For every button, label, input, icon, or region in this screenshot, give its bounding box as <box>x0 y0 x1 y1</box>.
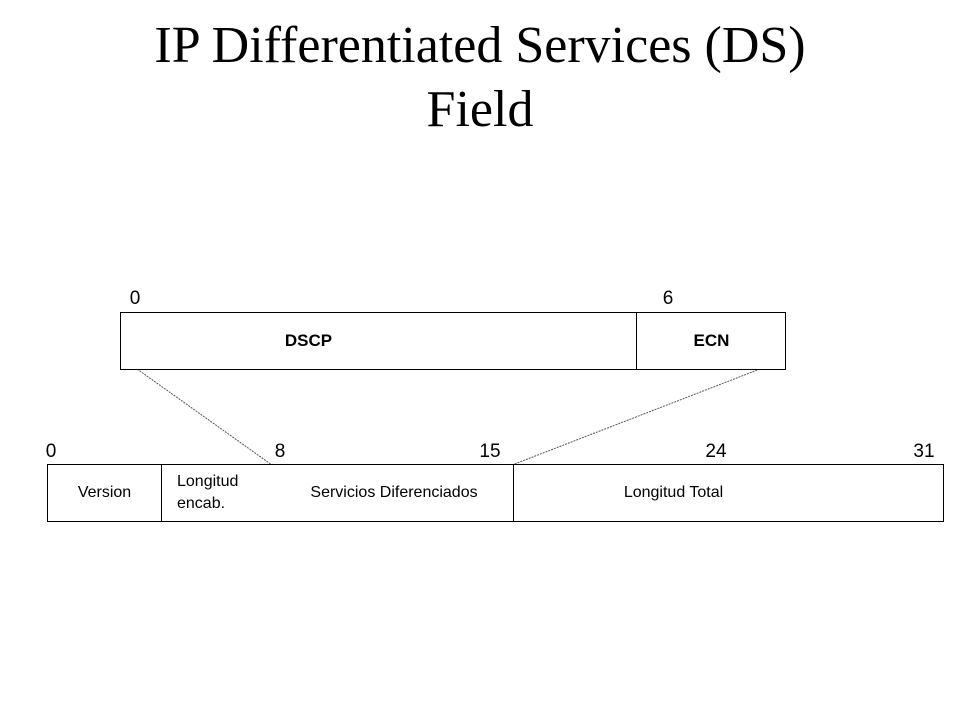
ecn-field: ECN <box>636 313 786 369</box>
connector-line-left <box>136 368 273 466</box>
slide-title-line1: IP Differentiated Services (DS) <box>154 17 806 74</box>
slide-title: IP Differentiated Services (DS) Field <box>0 14 960 142</box>
ds-field-box: DSCP ECN <box>120 312 786 370</box>
diffserv-label: Servicios Diferenciados <box>310 484 478 501</box>
header-length-label: Longitud encab. <box>162 471 238 515</box>
version-field: Version <box>48 465 161 521</box>
ip-bit-8: 8 <box>274 441 286 462</box>
dscp-label: DSCP <box>284 331 333 350</box>
total-length-field: Longitud Total <box>513 465 943 521</box>
ecn-label: ECN <box>693 331 730 350</box>
ip-bit-0: 0 <box>45 441 57 462</box>
header-length-line1: Longitud <box>177 473 239 490</box>
header-length-field: Longitud encab. <box>161 465 274 521</box>
slide-title-line2: Field <box>426 81 534 138</box>
diffserv-field: Servicios Diferenciados <box>274 465 514 521</box>
ip-bit-31: 31 <box>913 441 935 462</box>
header-length-line2: encab. <box>177 495 226 512</box>
ds-bit-0: 0 <box>129 288 141 309</box>
ip-bit-24: 24 <box>705 441 727 462</box>
dscp-field: DSCP <box>121 313 636 369</box>
ip-header-box: Version Longitud encab. Servicios Difere… <box>47 464 944 522</box>
ip-bit-15: 15 <box>479 441 501 462</box>
connector-line-right <box>511 368 761 466</box>
version-label: Version <box>77 484 132 501</box>
ds-bit-6: 6 <box>662 288 674 309</box>
total-length-label: Longitud Total <box>623 484 724 501</box>
